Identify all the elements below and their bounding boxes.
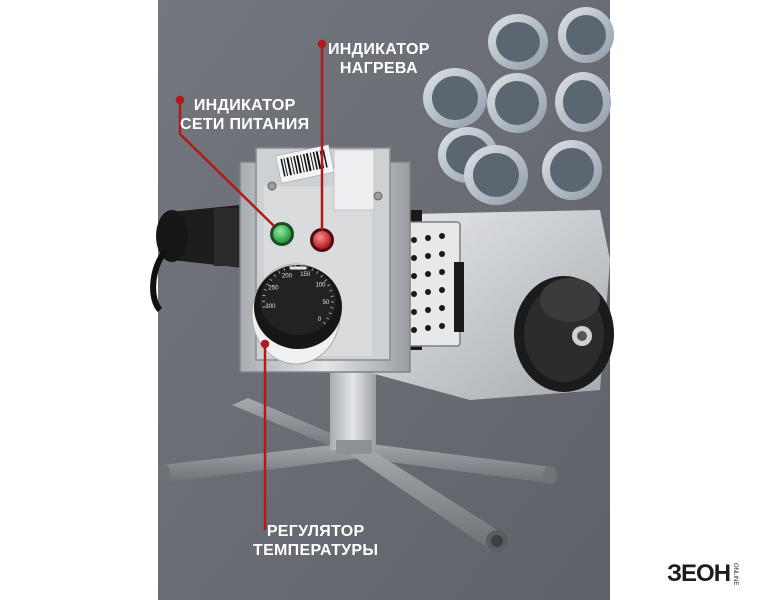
heat-indicator-label-line2: НАГРЕВА — [339, 60, 418, 77]
dial-tick — [266, 283, 270, 286]
callout-lines — [175, 39, 327, 530]
dial-tick — [324, 279, 328, 282]
pipe — [488, 14, 548, 70]
heat-indicator-led — [310, 228, 334, 252]
dial-tick — [273, 274, 276, 277]
pipes-group — [423, 7, 614, 205]
power-indicator-label-line2: СЕТИ ПИТАНИЯ — [180, 116, 310, 133]
dial-tick — [283, 267, 286, 271]
dial-mark-100: 100 — [315, 282, 326, 288]
dial-tick — [327, 284, 331, 287]
dial-tick — [329, 289, 333, 292]
control-box: 300 250 200 150 100 50 0 — [239, 144, 411, 373]
dial-mark-200: 200 — [282, 273, 293, 279]
pipe — [487, 73, 547, 133]
dial-tick — [269, 278, 273, 282]
dial-tick — [289, 265, 291, 270]
heating-nozzle — [514, 276, 614, 392]
dial-tick — [311, 268, 314, 272]
screw-icon — [373, 191, 383, 201]
dial-tick — [316, 270, 319, 274]
dial-mark-150: 150 — [300, 272, 311, 278]
pipe — [542, 140, 602, 200]
screw-icon — [267, 181, 277, 191]
dial-scale: 300 250 200 150 100 50 0 — [261, 265, 334, 325]
dial-tick — [330, 307, 334, 309]
power-indicator-label-line1: ИНДИКАТОР — [193, 97, 296, 114]
heater-plate — [360, 210, 614, 400]
dial-tick — [278, 270, 281, 274]
vent-holes — [411, 233, 445, 333]
dial-tick — [263, 289, 267, 291]
power-indicator-led — [270, 222, 294, 246]
dial-tick — [262, 306, 266, 308]
pipe — [423, 68, 487, 128]
dial-tick — [328, 312, 332, 315]
barcode-sticker — [275, 144, 335, 184]
dial-mark-250: 250 — [268, 286, 279, 292]
dial-mark-300: 300 — [265, 304, 276, 310]
dial-tick — [323, 321, 326, 325]
callout-power-line — [178, 100, 275, 227]
dial-tick — [326, 317, 330, 320]
pipe — [555, 72, 611, 132]
temperature-regulator-label-line2: ТЕМПЕРАТУРЫ — [253, 542, 379, 559]
temperature-regulator-label: РЕГУЛЯТОР ТЕМПЕРАТУРЫ — [253, 522, 378, 560]
heat-indicator-label-line1: ИНДИКАТОР — [328, 41, 430, 58]
stand — [158, 350, 557, 552]
dial-mark-0: 0 — [318, 317, 322, 323]
brand-subtitle: ONLINE — [732, 562, 739, 586]
brand-name: ЗЕОН — [667, 560, 731, 587]
heat-indicator-label: ИНДИКАТОР НАГРЕВА — [328, 40, 430, 78]
temperature-regulator-label-line1: РЕГУЛЯТОР — [266, 523, 365, 540]
handle — [150, 205, 244, 313]
temperature-dial[interactable]: 300 250 200 150 100 50 0 — [251, 263, 342, 365]
power-indicator-label: ИНДИКАТОР СЕТИ ПИТАНИЯ — [180, 96, 309, 134]
dial-mark-50: 50 — [323, 300, 330, 306]
brand-logo: ЗЕОН ONLINE — [667, 560, 739, 587]
dial-tick — [306, 266, 308, 270]
dial-tick — [330, 295, 334, 297]
pipe — [558, 7, 614, 63]
dial-tick — [320, 274, 324, 278]
pipe — [464, 145, 528, 205]
